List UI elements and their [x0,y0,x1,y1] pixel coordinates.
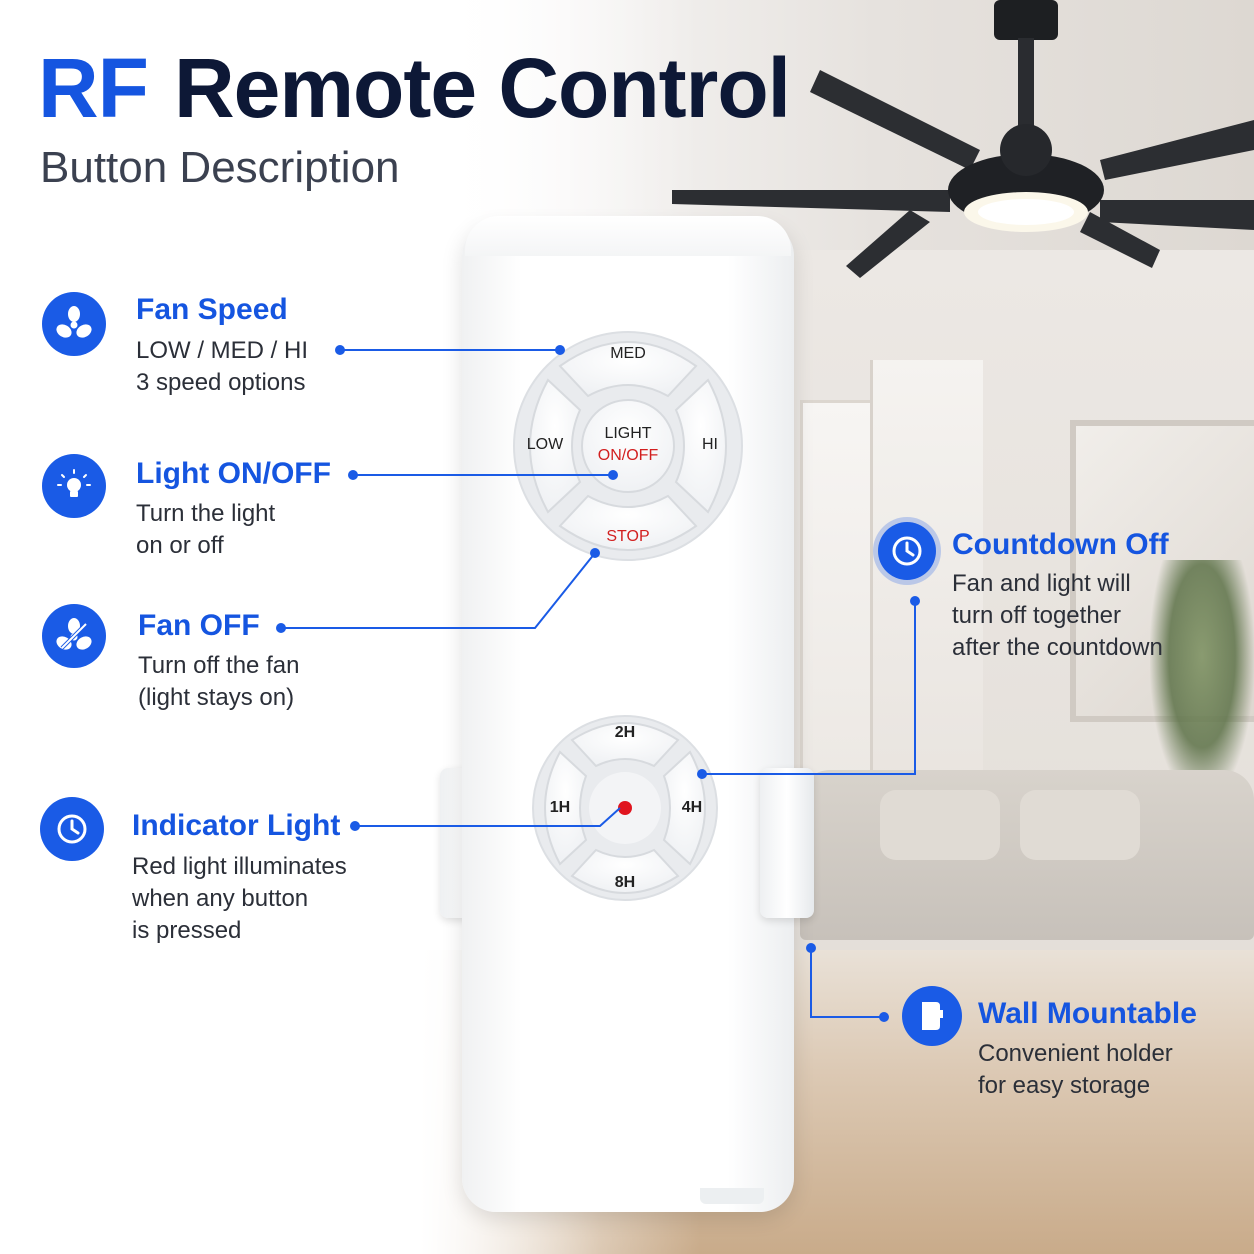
fan-off-title: Fan OFF [138,609,260,642]
sofa-cushion [880,790,1000,860]
wall-line2: for easy storage [978,1072,1151,1099]
light-line1: Turn the light [136,500,276,527]
timer-2h-label: 2H [614,724,636,741]
bulb-icon [42,454,106,518]
fan-icon [42,292,106,356]
fan-off-line2: (light stays on) [138,684,295,711]
main-control-pad [513,331,743,561]
timer-4h-label: 4H [681,799,703,816]
stop-label: STOP [606,528,650,545]
stop-button[interactable] [558,494,698,551]
timer-icon [878,522,936,580]
timer-2h-button[interactable] [570,722,680,768]
clock-icon [40,797,104,861]
countdown-line3: after the countdown [952,634,1163,661]
countdown-line1: Fan and light will [952,570,1131,597]
fan-speed-line1: LOW / MED / HI [136,337,309,364]
window [800,400,876,826]
med-label: MED [610,345,646,362]
title-rf: RF [38,41,149,135]
fan-off-line1: Turn off the fan [138,652,300,679]
fan-speed-title: Fan Speed [136,293,288,326]
low-label: LOW [526,436,564,453]
page-title: RF Remote Control [38,40,791,136]
timer-8h-button[interactable] [570,848,680,894]
light-title: Light ON/OFF [136,457,331,490]
med-button[interactable] [558,341,698,398]
low-button[interactable] [529,378,582,514]
indicator-title: Indicator Light [132,809,341,842]
hi-label: HI [702,436,718,453]
wall-holder-right-clip [760,768,814,918]
hi-button[interactable] [674,378,727,514]
wall-title: Wall Mountable [978,997,1197,1030]
timer-1h-label: 1H [549,799,571,816]
countdown-title: Countdown Off [952,528,1169,561]
wall-mount-icon [902,986,962,1046]
page-subtitle: Button Description [40,143,400,192]
wall-line1: Convenient holder [978,1040,1173,1067]
indicator-led [618,801,632,815]
timer-4h-button[interactable] [662,750,706,866]
plant [1150,560,1254,800]
indicator-line1: Red light illuminates [132,853,347,880]
onoff-label: ON/OFF [597,447,659,464]
light-line2: on or off [136,532,224,559]
ceiling-fan-image [672,0,1254,278]
indicator-line3: is pressed [132,917,242,944]
fan-off-icon [42,604,106,668]
sofa-cushion [1020,790,1140,860]
light-label: LIGHT [604,425,652,442]
fan-speed-line2: 3 speed options [136,369,306,396]
timer-8h-label: 8H [614,874,636,891]
countdown-line2: turn off together [952,602,1122,629]
remote-foot [700,1188,764,1204]
title-main: Remote Control [173,41,791,135]
remote-top-edge [465,216,791,256]
light-onoff-button[interactable] [581,399,675,493]
indicator-line2: when any button [132,885,309,912]
